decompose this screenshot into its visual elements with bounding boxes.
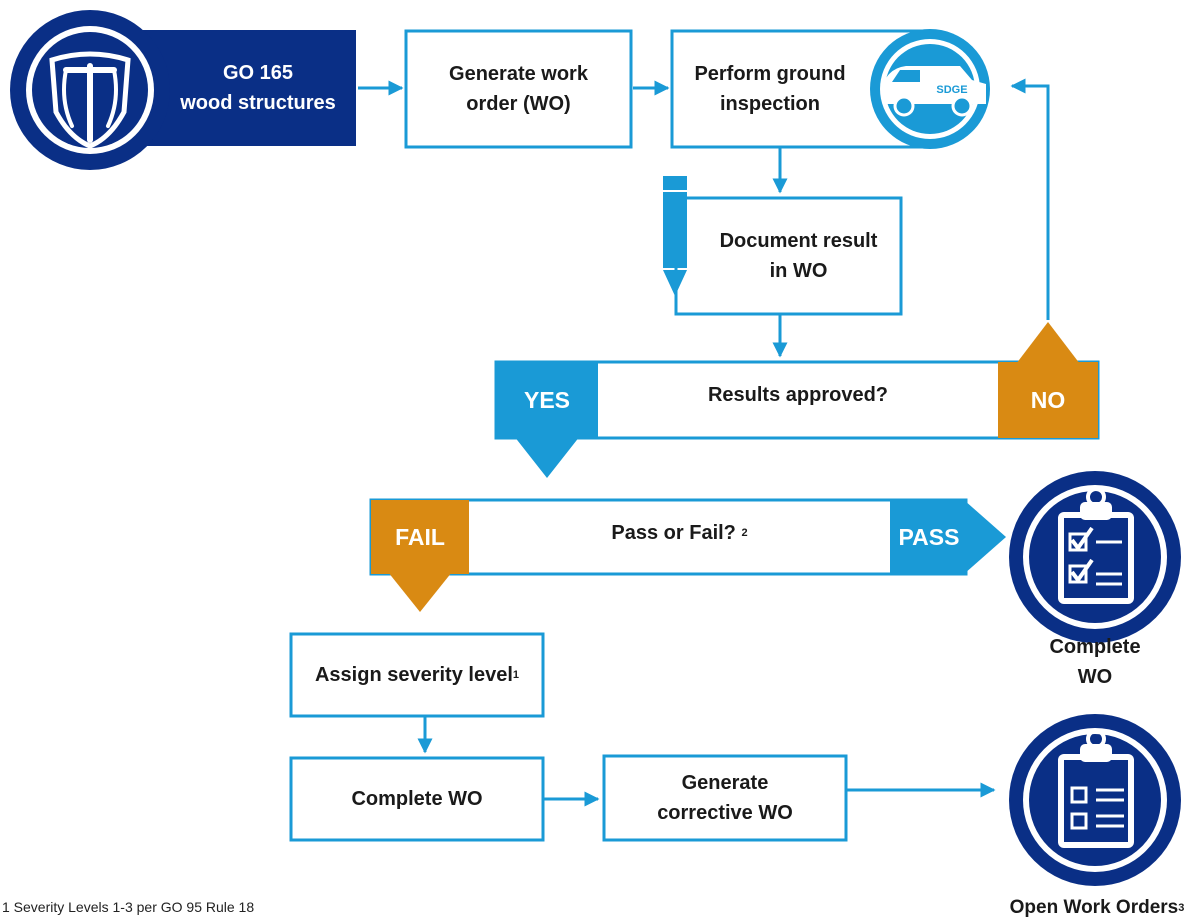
clipboard-list-icon bbox=[1009, 714, 1181, 886]
generate-wo-box bbox=[404, 29, 633, 149]
assign-severity-text: Assign severity level bbox=[314, 664, 513, 686]
generate-corrective-label: Generate corrective WO bbox=[657, 772, 793, 824]
checked-clipboard-icon bbox=[1009, 471, 1181, 643]
results-approved-row bbox=[494, 322, 1100, 478]
document-result-box bbox=[674, 196, 903, 316]
open-work-orders-text: Open Work Orders bbox=[1009, 896, 1179, 918]
arrow-no-back-to-inspection bbox=[1010, 78, 1050, 320]
document-result-label: Document result in WO bbox=[719, 230, 878, 282]
start-label: GO 165 wood structures bbox=[180, 62, 336, 114]
complete-wo-left-label: Complete WO bbox=[351, 788, 483, 810]
results-approved-label: Results approved? bbox=[707, 384, 889, 406]
truck-brand-text: SDGE bbox=[936, 84, 967, 96]
ground-inspection-label: Perform ground inspection bbox=[694, 63, 846, 115]
pass-fail-label: Pass or Fail? 2 bbox=[469, 500, 890, 566]
complete-wo-right-label: Complete WO bbox=[1049, 636, 1141, 688]
complete-wo-left-box bbox=[289, 756, 545, 842]
generate-corrective-box bbox=[602, 754, 848, 842]
pencil-icon bbox=[663, 176, 687, 296]
pass-fail-text: Pass or Fail? bbox=[611, 522, 736, 544]
assign-severity-box bbox=[289, 632, 545, 718]
footnote: 1 Severity Levels 1-3 per GO 95 Rule 18 bbox=[2, 899, 255, 915]
generate-wo-label: Generate work order (WO) bbox=[449, 63, 588, 115]
yes-tag: YES bbox=[523, 387, 571, 413]
no-tag: NO bbox=[1030, 387, 1066, 413]
pass-tag: PASS bbox=[898, 524, 960, 550]
utility-pole-icon bbox=[49, 51, 131, 149]
pass-fail-row bbox=[369, 498, 1006, 612]
truck-icon bbox=[870, 29, 990, 149]
fail-tag: FAIL bbox=[395, 524, 445, 550]
